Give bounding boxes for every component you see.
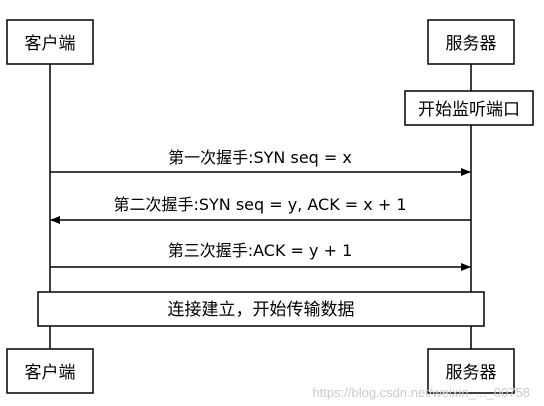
client-label-bottom: 客户端: [25, 363, 76, 383]
message-2-label: 第二次握手:SYN seq = y, ACK = x + 1: [113, 195, 406, 214]
server-label-bottom: 服务器: [446, 363, 497, 383]
message-1: 第一次握手:SYN seq = x: [50, 148, 471, 176]
server-participant-top: 服务器: [427, 19, 515, 65]
connection-established-note: 连接建立，开始传输数据: [37, 291, 485, 327]
message-1-label: 第一次握手:SYN seq = x: [168, 148, 352, 167]
watermark: https://blog.csdn.net/weixin_..._00758: [312, 385, 530, 400]
message-3-label: 第三次握手:ACK = y + 1: [168, 241, 353, 260]
message-3: 第三次握手:ACK = y + 1: [50, 241, 471, 271]
client-participant-bottom: 客户端: [6, 348, 94, 394]
client-label-top: 客户端: [25, 34, 76, 54]
server-participant-bottom: 服务器: [427, 348, 515, 394]
server-listen-note: 开始监听端口: [404, 90, 534, 126]
server-listen-note-text: 开始监听端口: [418, 100, 520, 120]
server-label-top: 服务器: [446, 34, 497, 54]
connection-established-text: 连接建立，开始传输数据: [168, 300, 355, 320]
message-2: 第二次握手:SYN seq = y, ACK = x + 1: [50, 195, 471, 224]
client-participant-top: 客户端: [6, 19, 94, 65]
